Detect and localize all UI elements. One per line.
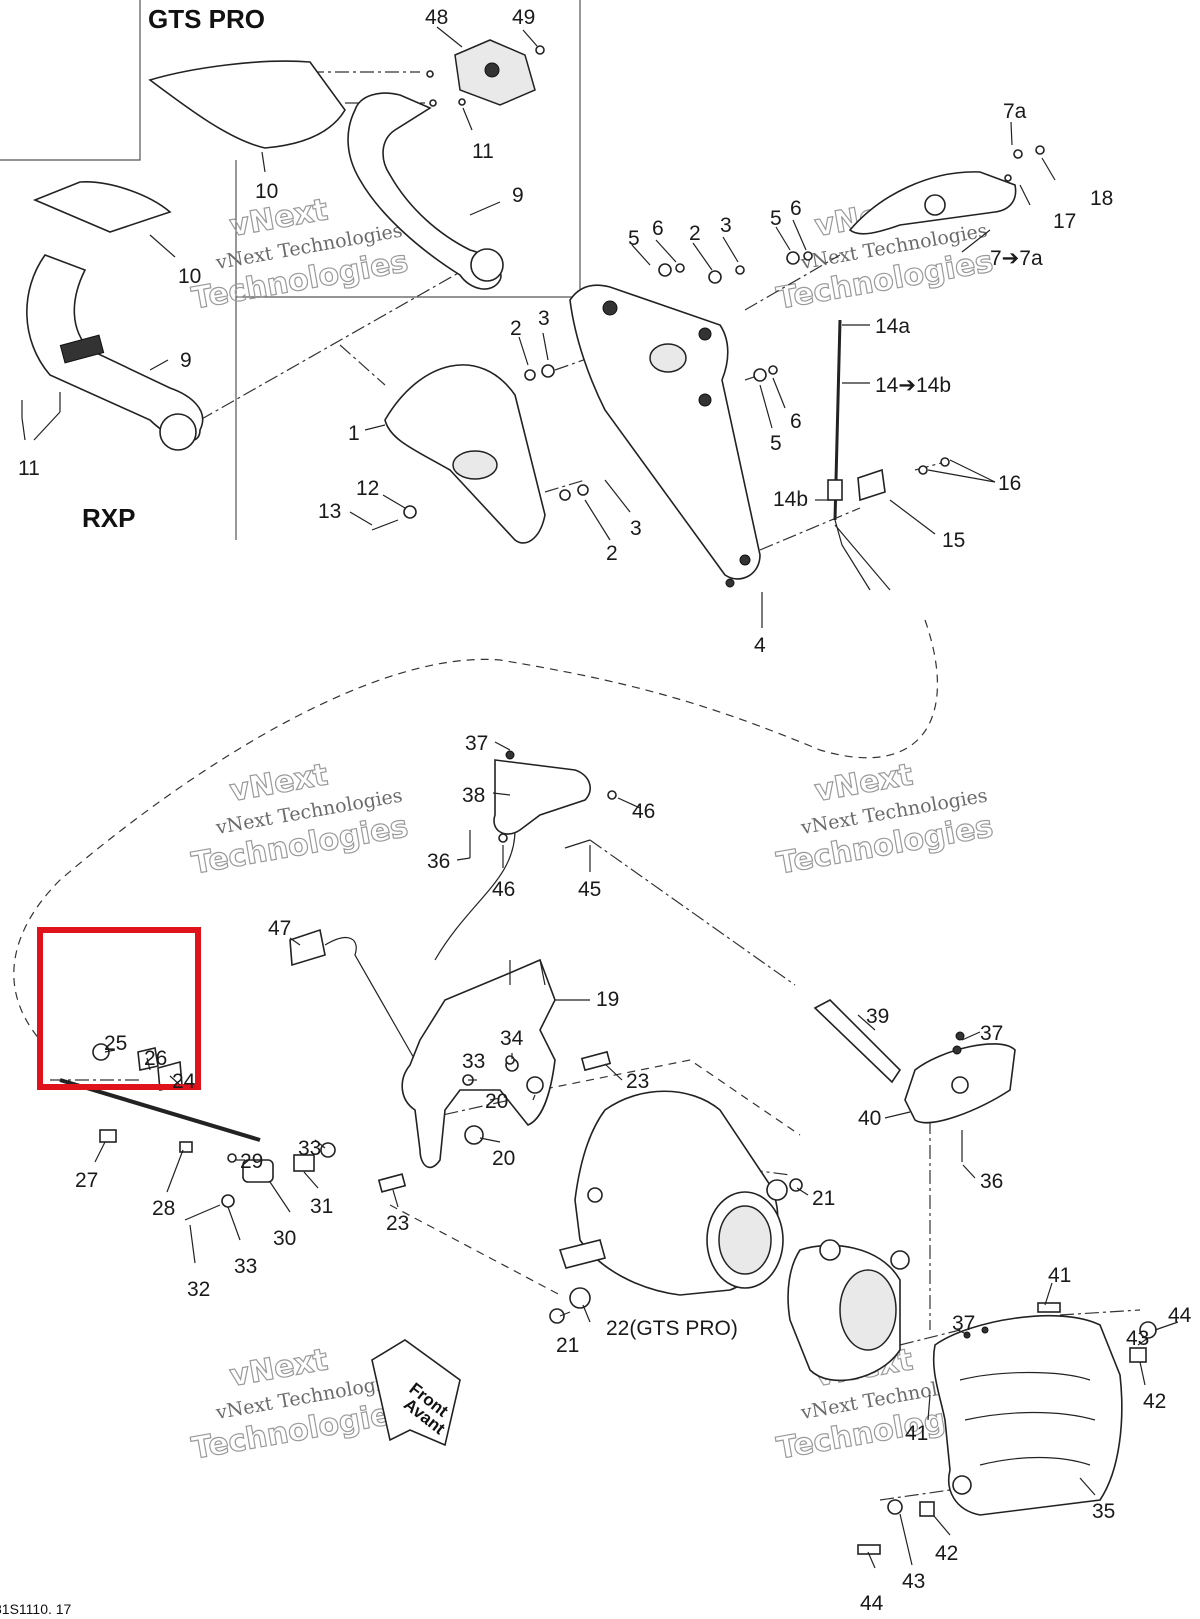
callout-45: 45 — [578, 878, 601, 901]
callout-9: 9 — [512, 184, 524, 207]
callout-36: 36 — [980, 1170, 1003, 1193]
callout-37: 37 — [980, 1022, 1003, 1045]
callout-30: 30 — [273, 1227, 296, 1250]
callout-5: 5 — [628, 227, 640, 250]
callout-33: 33 — [462, 1050, 485, 1073]
callout-24: 24 — [172, 1070, 196, 1093]
front-direction-arrow: Front Avant — [371, 1339, 461, 1447]
pivot-shaft-assembly — [59, 1043, 336, 1221]
callout-29: 29 — [240, 1150, 263, 1173]
callout-3: 3 — [630, 517, 642, 540]
callout-41: 41 — [905, 1422, 928, 1445]
callout-25: 25 — [104, 1032, 127, 1055]
callout-23: 23 — [626, 1070, 649, 1093]
callout-2: 2 — [689, 222, 701, 245]
callout-labels: 48 49 11 10 9 10 9 11 7a 18 17 7➔7a 5 6 … — [18, 6, 1192, 1615]
callout-11: 11 — [18, 457, 40, 480]
callout-6: 6 — [790, 197, 802, 220]
rxp-variant-box: RXP — [82, 160, 237, 540]
callout-22-gts-pro: 22(GTS PRO) — [606, 1317, 738, 1340]
callout-14a: 14a — [875, 315, 910, 338]
callout-48: 48 — [425, 6, 448, 29]
callout-42: 42 — [935, 1542, 958, 1565]
callout-10: 10 — [178, 265, 201, 288]
callout-7-to-7a: 7➔7a — [990, 247, 1043, 270]
callout-12: 12 — [356, 477, 379, 500]
reverse-gate — [857, 1302, 1157, 1555]
jet-pump-venturi — [549, 1090, 910, 1382]
callout-34: 34 — [500, 1027, 524, 1050]
callout-46: 46 — [492, 878, 515, 901]
callout-49: 49 — [512, 6, 535, 29]
callout-28: 28 — [152, 1197, 175, 1220]
callout-46: 46 — [632, 800, 655, 823]
callout-26: 26 — [144, 1047, 167, 1070]
callout-6: 6 — [652, 217, 664, 240]
callout-14b: 14b — [773, 488, 808, 511]
highlight-box-parts-24-25-26[interactable] — [37, 927, 201, 1090]
callout-5: 5 — [770, 207, 782, 230]
callout-35: 35 — [1092, 1500, 1115, 1523]
callout-40: 40 — [858, 1107, 881, 1130]
callout-13: 13 — [318, 500, 341, 523]
callout-36: 36 — [427, 850, 450, 873]
callout-3: 3 — [720, 214, 732, 237]
callout-2: 2 — [606, 542, 618, 565]
drawing-code: 81S1110. 17 — [0, 1601, 72, 1617]
callout-19: 19 — [596, 988, 619, 1011]
callout-11: 11 — [472, 140, 494, 163]
callout-37: 37 — [465, 732, 488, 755]
callout-7a: 7a — [1003, 100, 1027, 123]
gts-pro-variant-box: GTS PRO — [0, 0, 581, 298]
callout-43: 43 — [1126, 1327, 1149, 1350]
callout-5: 5 — [770, 432, 782, 455]
watermark-bottom-left: vNext vNext Technologies Technologies — [189, 1342, 412, 1468]
callout-37: 37 — [952, 1312, 975, 1335]
callout-44: 44 — [860, 1592, 884, 1615]
cable-bracket-and-cover — [371, 145, 1045, 591]
callout-18: 18 — [1090, 187, 1113, 210]
leader-lines — [21, 26, 1179, 1569]
callout-33: 33 — [234, 1255, 257, 1278]
callout-20: 20 — [485, 1090, 508, 1113]
callout-3: 3 — [538, 307, 550, 330]
callout-44: 44 — [1168, 1304, 1192, 1327]
gts-pro-title: GTS PRO — [148, 4, 265, 34]
callout-6: 6 — [790, 410, 802, 433]
gts-pro-reverse-handle — [148, 39, 545, 290]
watermark-middle-right: vNext vNext Technologies Technologies — [774, 757, 997, 883]
callout-32: 32 — [187, 1278, 210, 1301]
callout-47: 47 — [268, 917, 291, 940]
callout-17: 17 — [1053, 210, 1076, 233]
callout-1: 1 — [348, 422, 360, 445]
callout-15: 15 — [942, 529, 965, 552]
callout-39: 39 — [866, 1005, 889, 1028]
callout-20: 20 — [492, 1147, 515, 1170]
callout-4: 4 — [754, 634, 766, 657]
callout-2: 2 — [510, 317, 522, 340]
callout-43: 43 — [902, 1570, 925, 1593]
callout-27: 27 — [75, 1169, 98, 1192]
callout-38: 38 — [462, 784, 485, 807]
callout-42: 42 — [1143, 1390, 1166, 1413]
callout-10: 10 — [255, 180, 278, 203]
callout-23: 23 — [386, 1212, 409, 1235]
reverse-gate-linkage — [289, 750, 1016, 1193]
callout-31: 31 — [310, 1195, 333, 1218]
callout-21: 21 — [812, 1187, 835, 1210]
callout-14-to-14b: 14➔14b — [875, 374, 951, 397]
callout-16: 16 — [998, 472, 1021, 495]
rxp-reverse-handle — [21, 181, 204, 451]
callout-41: 41 — [1048, 1264, 1071, 1287]
callout-33: 33 — [298, 1137, 321, 1160]
callout-9: 9 — [180, 349, 192, 372]
rxp-title: RXP — [82, 503, 135, 533]
callout-21: 21 — [556, 1334, 579, 1357]
